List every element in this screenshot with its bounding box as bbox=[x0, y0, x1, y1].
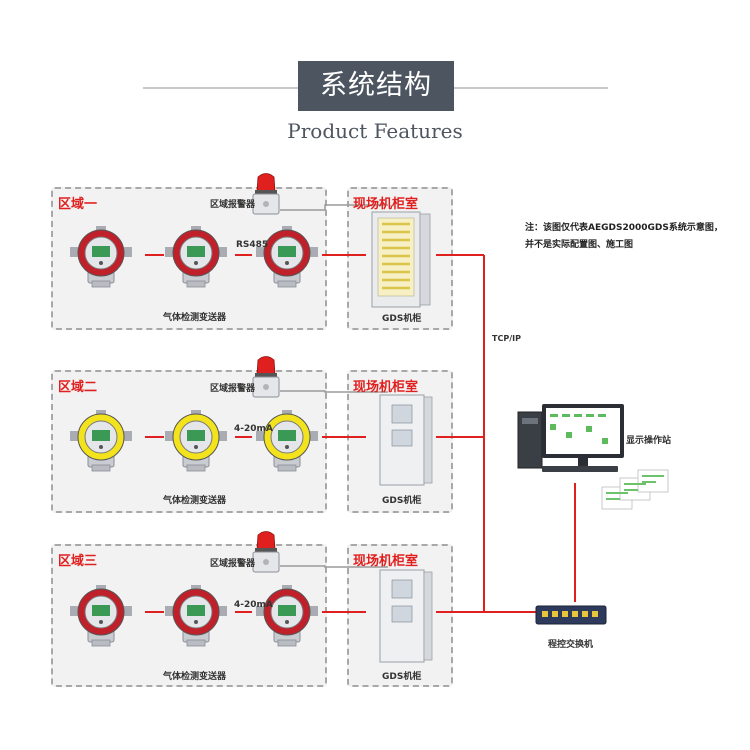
page-subtitle: Product Features bbox=[287, 119, 463, 143]
workstation bbox=[517, 404, 624, 472]
zone-1-link-label: RS485 bbox=[236, 240, 269, 250]
title-rule-left bbox=[143, 87, 298, 89]
diagram-note-line-2: 并不是实际配置图、施工图 bbox=[525, 240, 634, 250]
zone-1-detector-1 bbox=[69, 225, 133, 288]
zone-3-link-label: 4-20mA bbox=[234, 600, 273, 610]
zone-1-alarm bbox=[252, 173, 280, 215]
zone-links bbox=[145, 254, 576, 613]
title-rule-right bbox=[454, 87, 608, 89]
zone-1-detector-2 bbox=[164, 225, 228, 288]
cabinet-3-label: GDS机柜 bbox=[382, 672, 422, 682]
cabinet-room-1-title: 现场机柜室 bbox=[353, 197, 419, 212]
cabinet-1-label: GDS机柜 bbox=[382, 314, 422, 324]
zone-2-detector-3 bbox=[255, 409, 319, 472]
zone-1-detector-label: 气体检测变送器 bbox=[163, 313, 227, 323]
station-screens bbox=[601, 469, 669, 510]
switch-label: 程控交换机 bbox=[548, 640, 594, 650]
zone-2-link-label: 4-20mA bbox=[234, 424, 273, 434]
zone-3-detector-2 bbox=[164, 584, 228, 647]
cabinet-3 bbox=[379, 569, 433, 663]
cabinet-2 bbox=[379, 394, 433, 486]
zone-3-alarm bbox=[252, 531, 280, 573]
zone-3-detector-1 bbox=[69, 584, 133, 647]
zone-1-label: 区域一 bbox=[58, 197, 98, 212]
zone-2-label: 区域二 bbox=[58, 380, 98, 395]
cabinet-room-2-title: 现场机柜室 bbox=[353, 380, 419, 395]
protocol-label: TCP/IP bbox=[492, 334, 521, 343]
zone-3-detector-label: 气体检测变送器 bbox=[163, 672, 227, 682]
page-title: 系统结构 bbox=[298, 61, 454, 111]
zone-3-label: 区域三 bbox=[58, 554, 98, 569]
zone-2-detector-label: 气体检测变送器 bbox=[163, 496, 227, 506]
cabinet-room-3-title: 现场机柜室 bbox=[353, 554, 419, 569]
zone-1-detector-3 bbox=[255, 225, 319, 288]
zone-3-alarm-label: 区域报警器 bbox=[210, 559, 256, 569]
diagram-note: 注：该图仅代表AEGDS2000GDS系统示意图， 并不是实际配置图、施工图 bbox=[525, 220, 723, 254]
zone-1-alarm-label: 区域报警器 bbox=[210, 200, 256, 210]
zone-2-alarm bbox=[252, 356, 280, 398]
zone-3-detector-3 bbox=[255, 584, 319, 647]
alarm-links bbox=[280, 204, 388, 568]
cabinet-1 bbox=[371, 211, 431, 308]
cabinet-2-label: GDS机柜 bbox=[382, 496, 422, 506]
zone-2-detector-2 bbox=[164, 409, 228, 472]
station-label: 显示操作站 bbox=[626, 436, 672, 446]
zone-2-detector-1 bbox=[69, 409, 133, 472]
network-switch bbox=[535, 605, 607, 625]
zone-2-alarm-label: 区域报警器 bbox=[210, 384, 256, 394]
diagram-note-line-1: 注：该图仅代表AEGDS2000GDS系统示意图， bbox=[525, 223, 723, 233]
